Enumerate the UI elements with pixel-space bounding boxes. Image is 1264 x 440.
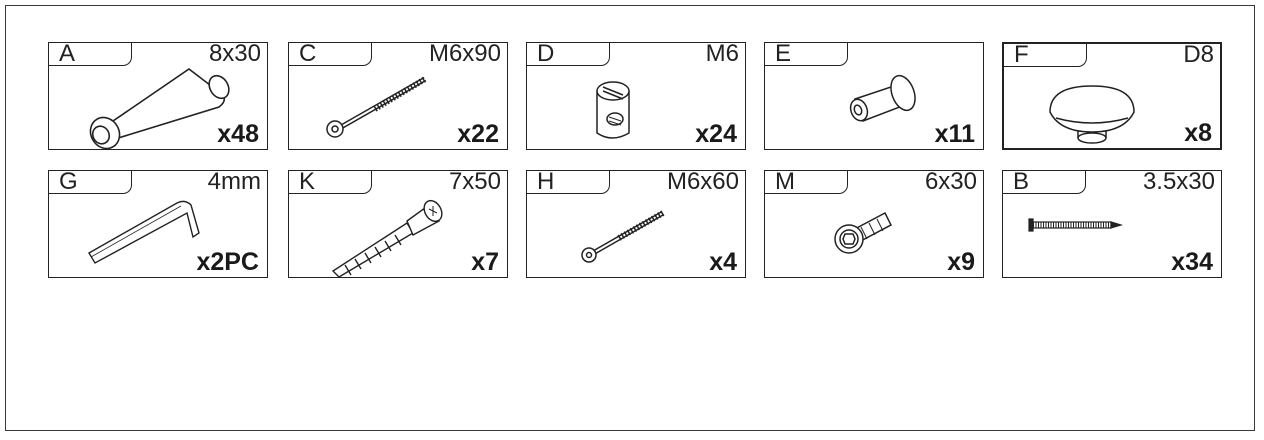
part-quantity: x11 <box>934 120 975 148</box>
part-quantity: x22 <box>457 120 499 148</box>
part-letter: A <box>59 40 76 67</box>
part-letter: G <box>59 168 78 195</box>
part-quantity: x48 <box>217 120 259 148</box>
part-size: 3.5x30 <box>1142 168 1215 195</box>
flange-screw-icon <box>834 211 892 254</box>
part-card-b: B 3.5x30 x34 <box>1002 168 1222 278</box>
barrel-nut-icon <box>596 81 630 139</box>
part-letter: F <box>1014 41 1029 68</box>
part-size: D8 <box>1183 41 1214 68</box>
part-size: 7x50 <box>448 168 501 195</box>
part-card-m: M 6x30 x9 <box>764 168 984 278</box>
part-tab <box>526 170 610 194</box>
part-card-k: K 7x50 x7 <box>288 168 508 278</box>
part-tab <box>526 42 610 66</box>
part-quantity: x8 <box>1184 119 1212 147</box>
part-tab <box>1003 43 1087 67</box>
connector-nut-icon <box>849 74 916 122</box>
part-card-h: H M6x60 x4 <box>526 168 746 278</box>
part-quantity: x34 <box>1171 248 1213 276</box>
part-quantity: x7 <box>471 248 499 276</box>
part-quantity: x4 <box>709 248 737 276</box>
part-size: M6 <box>705 40 739 67</box>
part-size: M6x60 <box>666 168 739 195</box>
knob-icon <box>1049 85 1135 144</box>
part-tab <box>288 170 372 194</box>
part-size: 6x30 <box>924 168 977 195</box>
confirmat-screw-icon <box>331 199 443 278</box>
short-bolt-icon <box>581 210 665 263</box>
part-tab <box>48 42 132 66</box>
long-bolt-icon <box>326 76 427 138</box>
part-size: 4mm <box>207 168 261 195</box>
part-tab <box>288 42 372 66</box>
part-quantity: x2PC <box>196 248 259 276</box>
part-tab <box>764 170 848 194</box>
part-tab <box>48 170 132 194</box>
part-card-c: C M6x90 x22 <box>288 40 508 150</box>
part-letter: C <box>299 40 317 67</box>
part-quantity: x9 <box>947 248 975 276</box>
part-size: M6x90 <box>428 40 501 67</box>
part-letter: K <box>299 168 316 195</box>
hardware-parts-frame <box>5 5 1255 431</box>
wood-screw-icon <box>1028 218 1124 232</box>
part-letter: E <box>775 40 792 67</box>
part-quantity: x24 <box>695 120 737 148</box>
wooden-dowel-icon <box>89 68 230 150</box>
part-size: 8x30 <box>208 40 261 67</box>
allen-key-icon <box>88 200 200 264</box>
part-card-f: F D8 x8 <box>1002 42 1222 150</box>
part-letter: D <box>537 40 555 67</box>
part-tab <box>764 42 848 66</box>
part-card-d: D M6 x24 <box>526 40 746 150</box>
part-card-g: G 4mm x2PC <box>48 168 268 278</box>
part-card-a: A 8x30 x48 <box>48 40 268 150</box>
part-card-e: E x11 <box>764 40 984 150</box>
part-letter: H <box>537 168 555 195</box>
part-letter: M <box>775 168 795 195</box>
part-letter: B <box>1013 168 1030 195</box>
part-tab <box>1002 170 1086 194</box>
